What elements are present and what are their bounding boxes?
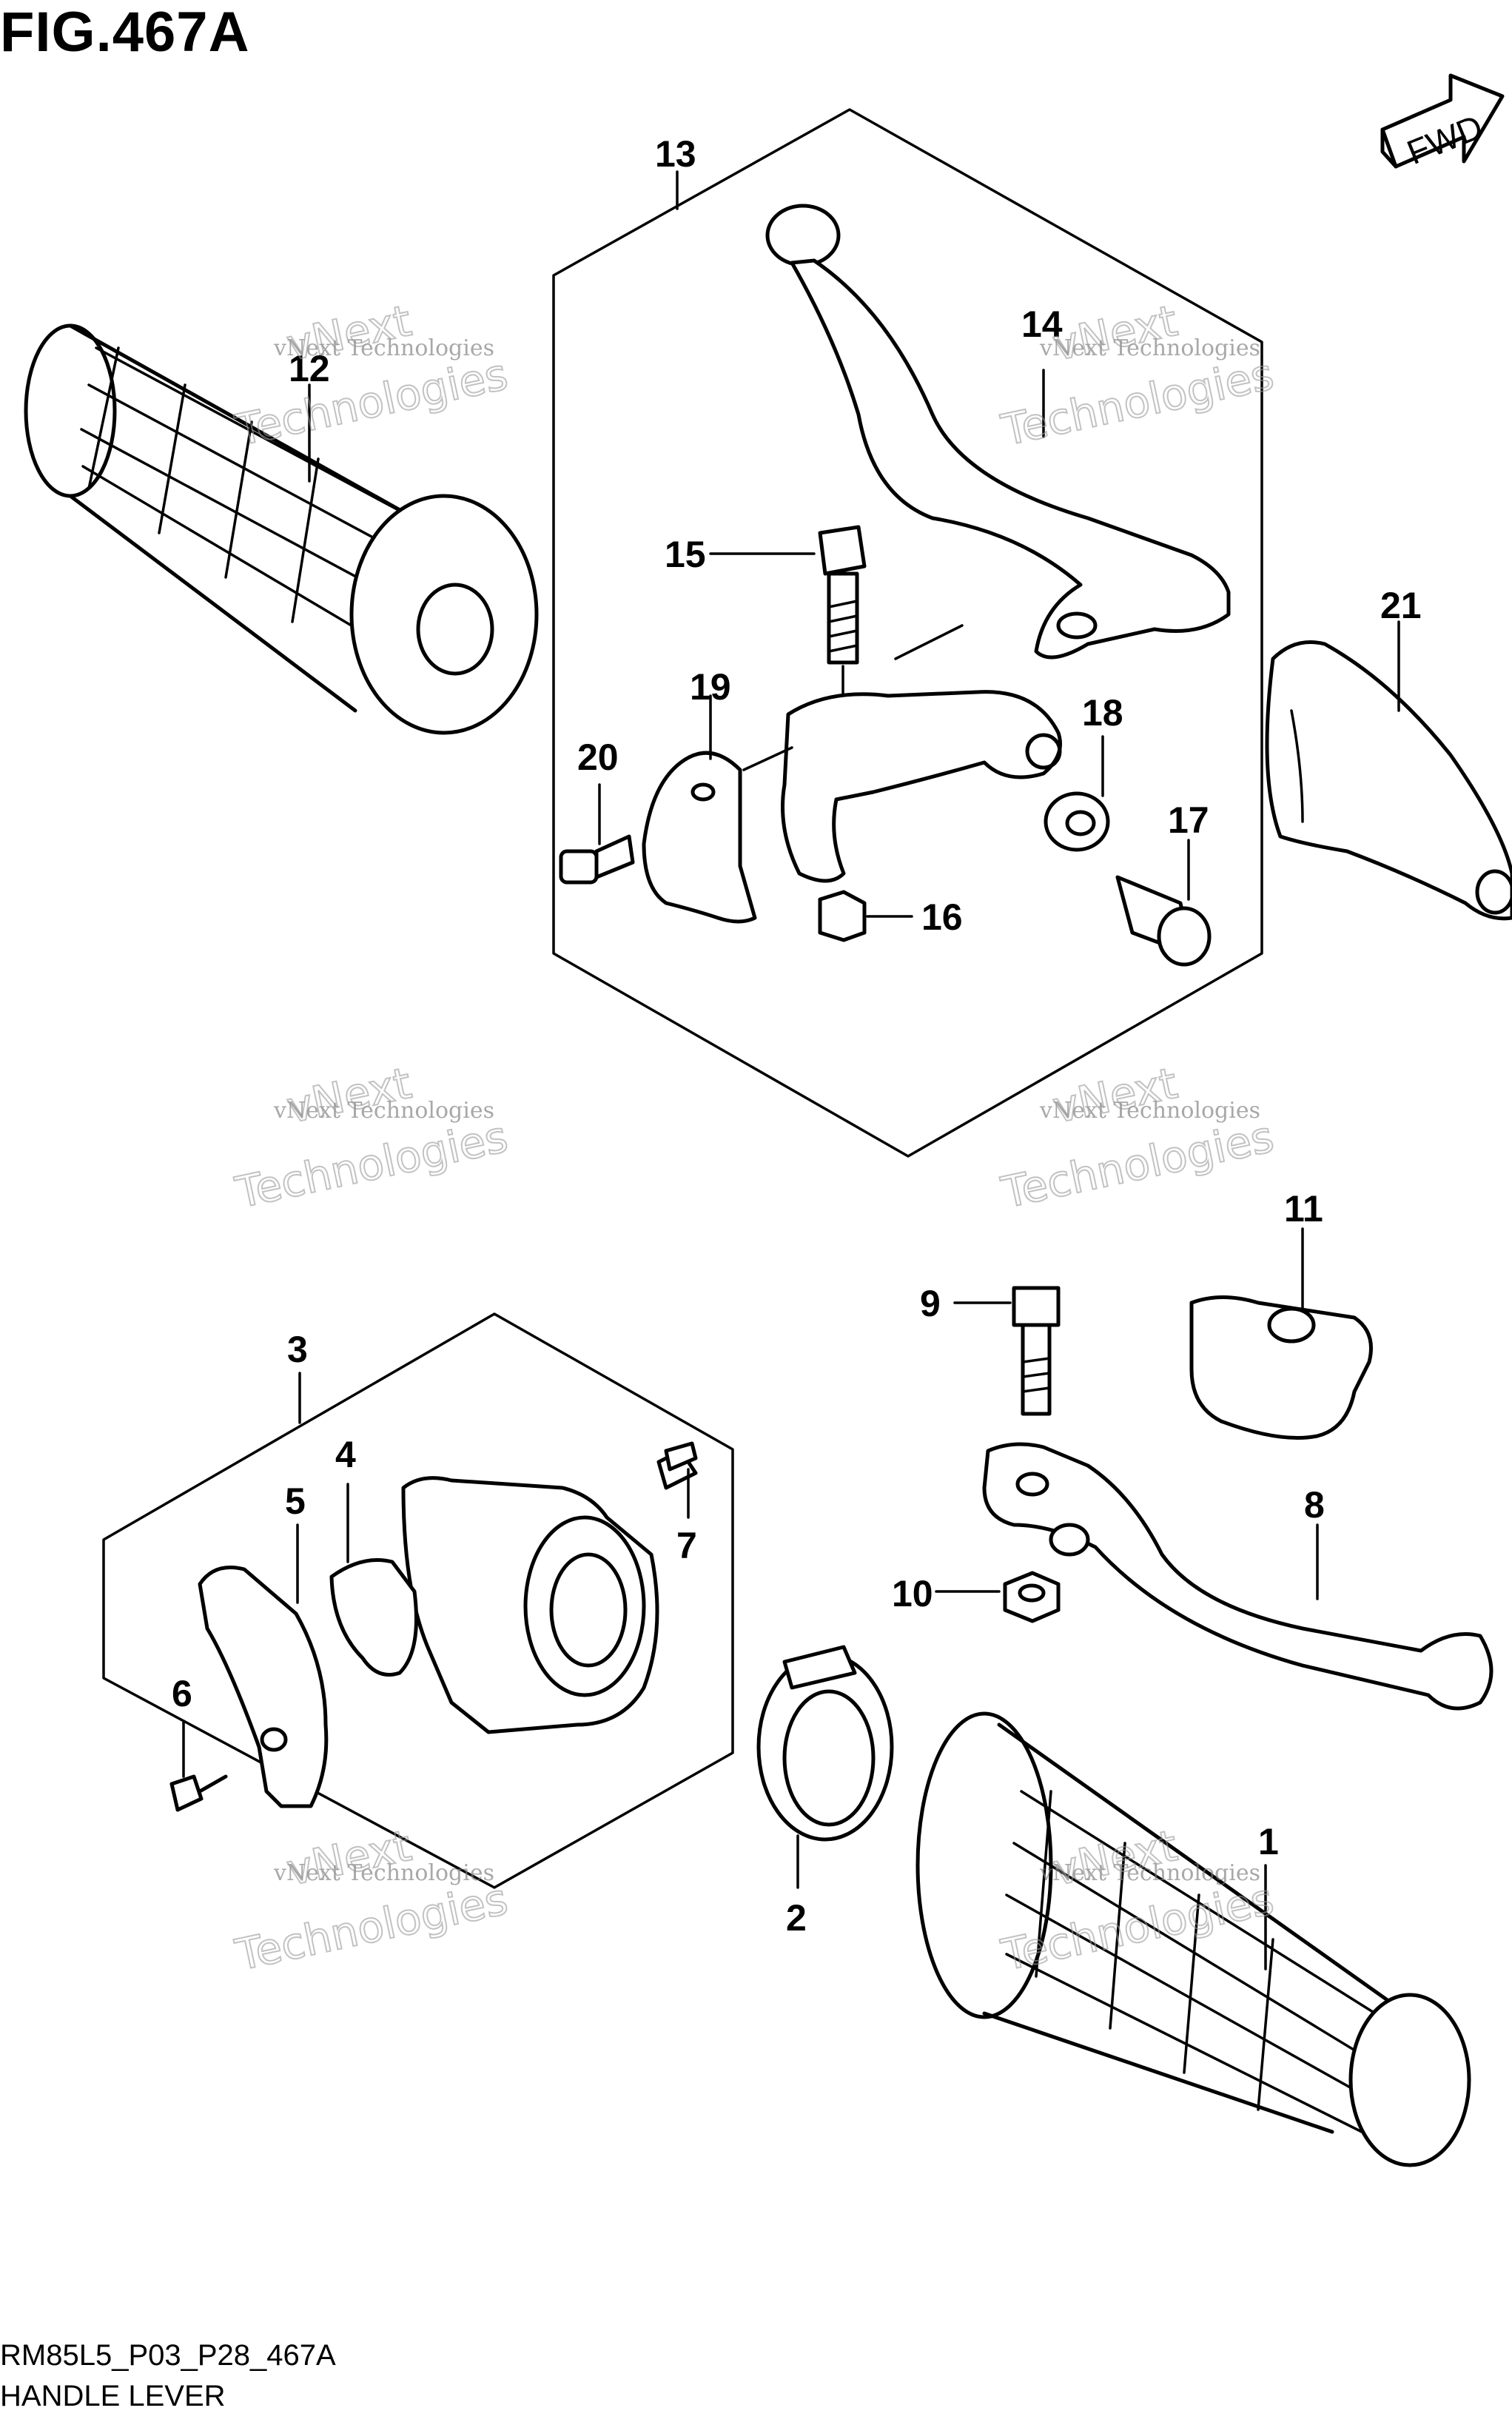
callout-19: 19 — [690, 666, 731, 708]
part-7-screw — [656, 1441, 698, 1519]
figure-code: RM85L5_P03_P28_467A — [0, 2339, 336, 2372]
part-5-cover — [198, 1523, 329, 1808]
part-4-cable-guide — [329, 1483, 418, 1677]
callout-2: 2 — [786, 1897, 807, 1939]
callout-6: 6 — [172, 1673, 192, 1714]
part-1-right-grip — [915, 1711, 1471, 2167]
part-20-screw — [559, 783, 635, 885]
svg-text:vNext Technologies: vNext Technologies — [273, 1860, 494, 1886]
callout-16: 16 — [921, 896, 963, 938]
svg-text:vNext Technologies: vNext Technologies — [273, 335, 494, 361]
callout-1: 1 — [1258, 1821, 1279, 1862]
callout-4: 4 — [335, 1434, 356, 1475]
callout-3: 3 — [287, 1329, 308, 1370]
svg-text:Technologies: Technologies — [231, 1873, 512, 1980]
watermark: vNext Technologies vNext Technologies — [230, 1057, 513, 1219]
callout-21: 21 — [1380, 585, 1422, 626]
callout-20: 20 — [577, 737, 619, 778]
callout-labels: 1 2 3 4 5 6 7 8 9 10 11 12 13 14 15 16 1… — [172, 133, 1422, 1939]
fwd-arrow-icon: FWD — [1380, 73, 1505, 172]
part-10-nut — [935, 1571, 1061, 1623]
figure-title: FIG.467A — [0, 1, 250, 64]
part-15-bolt — [709, 525, 867, 697]
callout-15: 15 — [665, 534, 706, 575]
part-17-adjuster-bolt — [1115, 839, 1212, 967]
part-21-lever-cover — [1265, 620, 1512, 921]
callout-14: 14 — [1021, 303, 1063, 345]
svg-text:Technologies: Technologies — [231, 1111, 512, 1218]
part-3-throttle-housing — [401, 1476, 659, 1734]
part-16-nut — [818, 890, 913, 942]
callout-12: 12 — [289, 348, 330, 389]
callout-18: 18 — [1082, 692, 1123, 734]
part-19-lever-holder — [642, 690, 1062, 924]
part-2-throttle-pipe — [756, 1645, 894, 1889]
svg-text:vNext Technologies: vNext Technologies — [1039, 335, 1260, 361]
watermark: vNext Technologies vNext Technologies — [230, 1819, 513, 1982]
group-outline-3 — [102, 1312, 734, 1889]
callout-10: 10 — [892, 1573, 933, 1614]
svg-text:vNext Technologies: vNext Technologies — [273, 1098, 494, 1124]
svg-text:Technologies: Technologies — [997, 349, 1278, 455]
part-6-screw — [169, 1720, 228, 1812]
callout-13: 13 — [655, 133, 696, 175]
figure-name: HANDLE LEVER — [0, 2380, 226, 2412]
callout-9: 9 — [920, 1283, 941, 1324]
watermark: vNext Technologies vNext Technologies — [230, 295, 513, 457]
svg-text:vNext Technologies: vNext Technologies — [1039, 1098, 1260, 1124]
part-14-clutch-lever — [765, 204, 1231, 660]
svg-text:vNext Technologies: vNext Technologies — [1039, 1860, 1260, 1886]
callout-7: 7 — [676, 1525, 697, 1566]
callout-5: 5 — [285, 1480, 306, 1522]
part-12-left-grip — [24, 323, 539, 735]
callout-8: 8 — [1304, 1484, 1325, 1526]
part-8-lever — [982, 1442, 1493, 1711]
callout-17: 17 — [1168, 799, 1209, 841]
part-11-lever-boot — [1189, 1227, 1373, 1440]
svg-text:Technologies: Technologies — [997, 1111, 1278, 1218]
svg-text:Technologies: Technologies — [231, 349, 512, 455]
part-9-pivot-bolt — [953, 1286, 1061, 1416]
callout-11: 11 — [1284, 1188, 1323, 1230]
part-18-adjuster-nut — [1044, 735, 1110, 852]
group-outline-13 — [552, 108, 1263, 1158]
